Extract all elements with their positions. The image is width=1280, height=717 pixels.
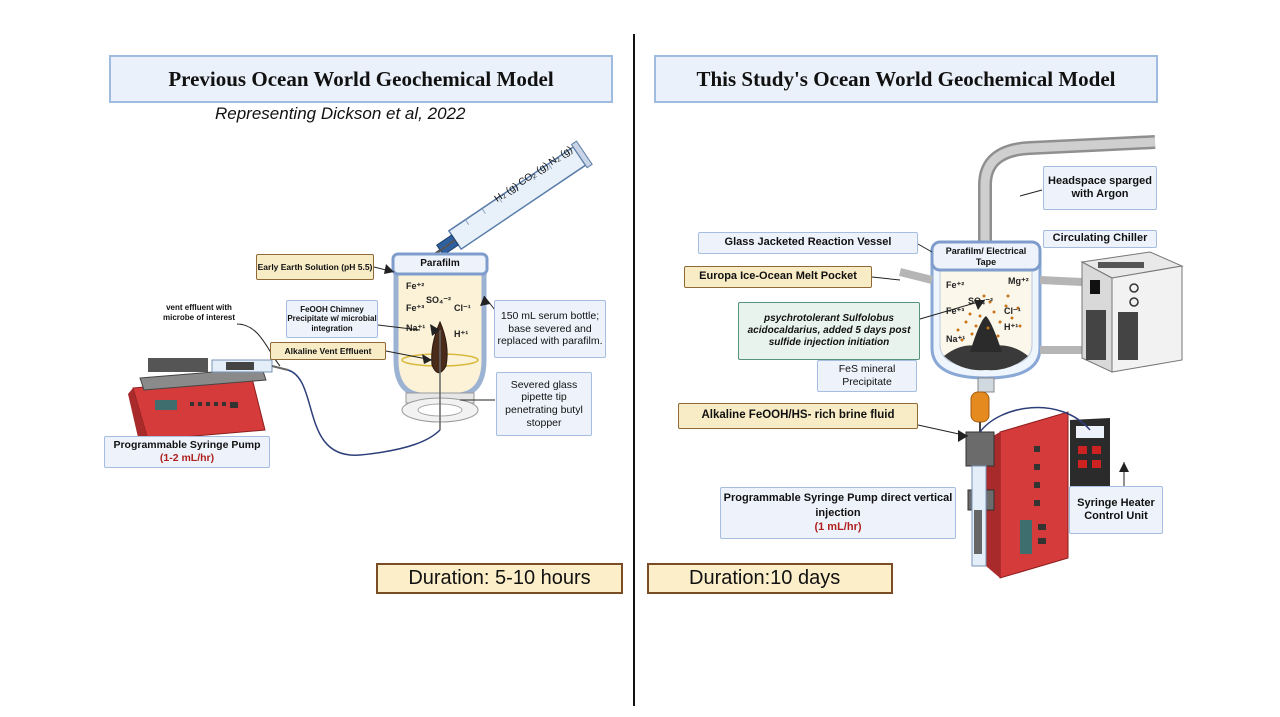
microbe-label: psychrotolerant Sulfolobus acidocaldariu… [738, 302, 920, 360]
argon-tube-icon [978, 135, 1156, 245]
right-title: This Study's Ocean World Geochemical Mod… [654, 55, 1158, 103]
left-arrowheads [384, 264, 490, 364]
left-pump-rate: (1-2 mL/hr) [159, 452, 215, 464]
right-pump-name: Programmable Syringe Pump direct vertica… [723, 491, 953, 519]
left-subtitle: Representing Dickson et al, 2022 [215, 104, 466, 123]
serum-bottle-icon [391, 252, 489, 430]
right-duration: Duration:10 days [647, 563, 893, 594]
parafilm-tape-label: Parafilm/ Electrical Tape [945, 246, 1027, 267]
alkaline-brine-label: Alkaline FeOOH/HS- rich brine fluid [678, 403, 918, 429]
ion-cl-right: Cl⁻¹ [1004, 306, 1021, 316]
microbe-dots [956, 294, 1022, 342]
ion-so4: SO₄⁻² [426, 295, 452, 305]
europa-label: Europa Ice-Ocean Melt Pocket [684, 266, 872, 288]
fes-label: FeS mineral Precipitate [817, 360, 917, 392]
left-pump-name: Programmable Syringe Pump [113, 438, 261, 451]
right-pump-label: Programmable Syringe Pump direct vertica… [720, 487, 956, 539]
circulating-chiller-label: Circulating Chiller [1043, 230, 1157, 248]
heater-control-label: Syringe Heater Control Unit [1069, 486, 1163, 534]
ion-so4-right: SO₄⁻² [968, 296, 994, 306]
ion-fe2: Fe⁺² [406, 281, 425, 291]
circulating-chiller-icon [1080, 251, 1184, 373]
ion-na: Na⁺¹ [406, 323, 426, 333]
ion-fe3-right: Fe⁺³ [946, 306, 965, 316]
ion-h-right: H⁺¹ [1004, 322, 1019, 332]
early-earth-solution-label: Early Earth Solution (pH 5.5) [256, 254, 374, 280]
left-pump-label: Programmable Syringe Pump (1-2 mL/hr) [104, 436, 270, 468]
right-syringe-pump-icon [965, 411, 1110, 579]
vent-effluent-label: vent effluent with microbe of interest [162, 303, 235, 322]
left-tubing [287, 369, 441, 456]
jacketed-vessel-icon [899, 240, 1083, 434]
parafilm-label: Parafilm [420, 258, 460, 269]
headspace-label: Headspace sparged with Argon [1043, 166, 1157, 210]
feoh-chimney-label: FeOOH Chimney Precipitate w/ microbial i… [286, 300, 378, 338]
right-arrowheads [958, 300, 1129, 472]
left-title: Previous Ocean World Geochemical Model [109, 55, 613, 103]
left-duration: Duration: 5-10 hours [376, 563, 623, 594]
panel-divider [633, 34, 635, 706]
alkaline-vent-label: Alkaline Vent Effluent [270, 342, 386, 360]
ion-mg2-right: Mg⁺² [1008, 276, 1029, 286]
left-syringe-pump-icon [128, 358, 289, 446]
right-leader-lines [871, 189, 1125, 488]
right-tubing [979, 406, 1091, 433]
glass-vessel-label: Glass Jacketed Reaction Vessel [698, 232, 918, 254]
ion-cl: Cl⁻¹ [454, 303, 471, 313]
ion-na-right: Na⁺¹ [946, 334, 966, 344]
ion-h: H⁺¹ [454, 329, 469, 339]
serum-bottle-label: 150 mL serum bottle; base severed and re… [494, 300, 606, 358]
ion-fe2-right: Fe⁺² [946, 280, 965, 290]
right-pump-rate: (1 mL/hr) [814, 521, 862, 534]
severed-pipette-label: Severed glass pipette tip penetrating bu… [496, 372, 592, 436]
ion-fe3: Fe⁺³ [406, 303, 425, 313]
